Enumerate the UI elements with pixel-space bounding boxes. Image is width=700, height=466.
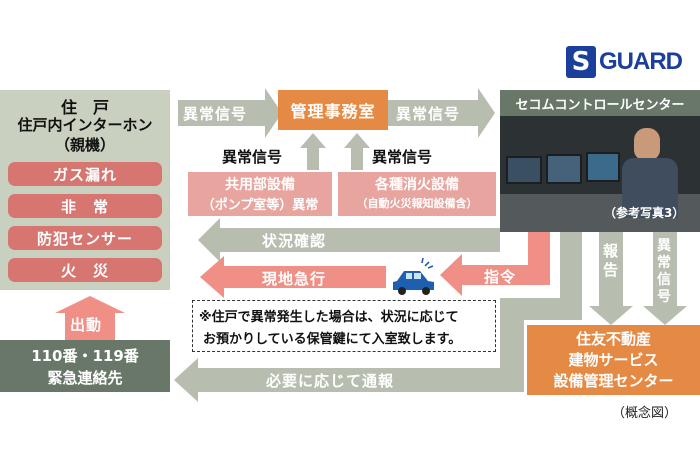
home-title: 住 戸 [60,98,109,117]
patrol-car-icon [393,257,434,295]
logo-text: GUARD [599,48,683,75]
label-report: 報告 [603,242,619,280]
label-dispatch: 出動 [70,316,103,334]
mgmt-office-box: 管理事務室 [278,90,388,130]
arrow-status-check [198,218,500,262]
home-panel: 住 戸 住戸内インターホン （親機） ガス漏れ 非 常 防犯センサー 火 災 [0,90,170,290]
sumitomo-center-box: 住友不動産 建物サービス 設備管理センター [527,325,700,395]
emergency-line1: 110番・119番 [31,347,139,365]
label-report-text: 報告 [603,242,620,279]
diagram-caption: （概念図） [612,406,678,421]
label-alarm-down-text: 異常信号 [657,238,672,305]
arrow-report [589,232,633,325]
secom-center-label: セコムコントロールセンター [500,90,700,116]
emergency-contact-box: 110番・119番 緊急連絡先 [0,340,170,392]
label-command: 指令 [484,268,517,286]
emergency-line2: 緊急連絡先 [47,369,123,387]
home-subtitle: 住戸内インターホン [17,116,153,134]
home-item-security-sensor: 防犯センサー [8,226,162,250]
note-line2: お預かりしている保管鍵にて入室致します。 [203,332,462,347]
note-box: ※住戸で異常発生した場合は、状況に応じて お預かりしている保管鍵にて入室致します… [192,300,496,352]
label-alarm-down: 異常信号 [657,238,673,306]
arrow-notify [174,232,582,402]
arrow-rush [200,256,386,298]
common-equipment-box: 共用部設備 （ポンプ室等）異常 [188,172,332,216]
equip2-line2: （自動火災報知設備含） [356,197,478,210]
arrow-alarm-down [643,232,687,325]
note-line1: ※住戸で異常発生した場合は、状況に応じて [199,310,459,325]
label-notify: 必要に応じて通報 [266,372,395,390]
equip1-line1: 共用部設備 [225,177,295,193]
home-item-gas: ガス漏れ [8,162,162,186]
label-alarm-up1: 異常信号 [222,148,283,166]
label-rush: 現地急行 [262,270,327,288]
arrow-up-equip2 [344,133,370,170]
arrow-dispatch [55,296,125,340]
arrow-up-equip1 [300,133,326,170]
operator-head [634,128,660,160]
label-alarm-up2: 異常信号 [372,148,433,166]
sumitomo-line1: 住友不動産 [575,330,651,348]
fire-equipment-box: 各種消火設備 （自動火災報知設備含） [338,172,496,216]
label-alarm-home-mgmt: 異常信号 [183,105,248,123]
sumitomo-line2: 建物サービス [568,351,659,369]
home-item-emergency: 非 常 [8,194,162,218]
monitor-2 [546,154,582,184]
home-item-fire: 火 災 [8,258,162,282]
equip1-line2: （ポンプ室等）異常 [201,198,319,213]
sguard-logo: S GUARD [566,46,694,78]
label-status-check: 状況確認 [262,232,327,250]
equip2-line1: 各種消火設備 [375,177,459,193]
home-subtitle2: （親機） [54,136,115,154]
monitor-1 [506,156,542,184]
monitor-3 [586,152,620,182]
logo-mark-icon: S [566,46,596,78]
control-room-photo: （参考写真3） [500,116,700,232]
arrow-command [440,232,550,296]
sumitomo-line3: 設備管理センター [553,372,674,390]
label-alarm-mgmt-secom: 異常信号 [396,105,461,123]
arrow-alarm-mgmt-to-secom [388,88,495,138]
arrow-alarm-home-to-mgmt [178,88,282,138]
photo-caption: （参考写真3） [604,206,685,220]
operator-body [622,158,678,218]
